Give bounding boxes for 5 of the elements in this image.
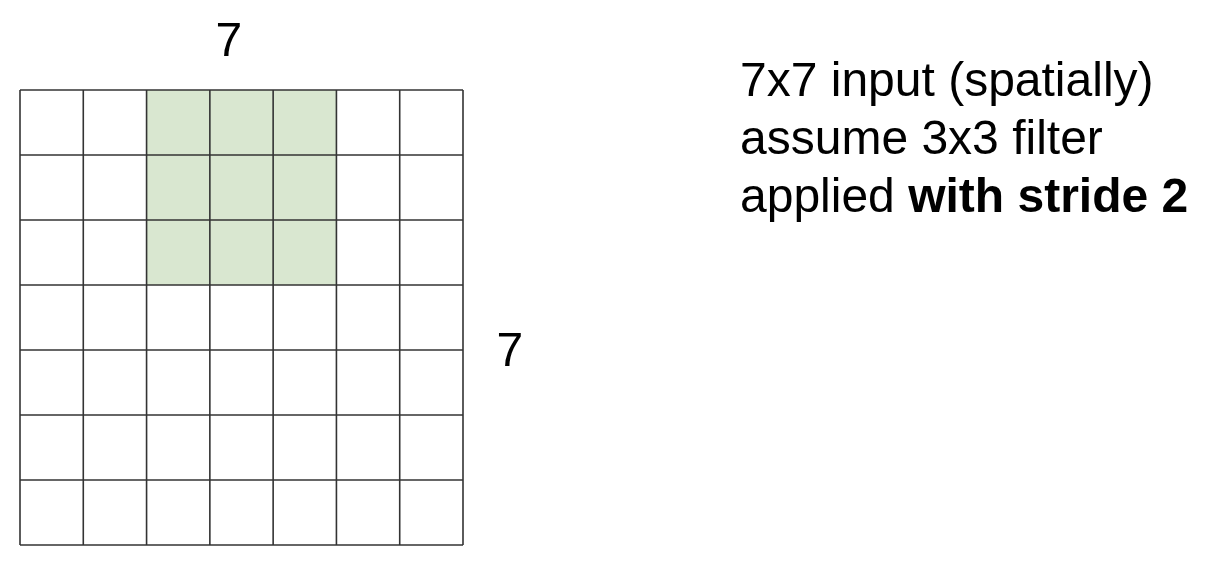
description-text: 7x7 input (spatially) xyxy=(740,52,1154,108)
description-text: applied with stride 2 xyxy=(740,168,1189,224)
dimension-label: 7 xyxy=(496,322,524,378)
description-text: assume 3x3 filter xyxy=(740,110,1103,166)
dimension-label: 7 xyxy=(215,12,243,68)
